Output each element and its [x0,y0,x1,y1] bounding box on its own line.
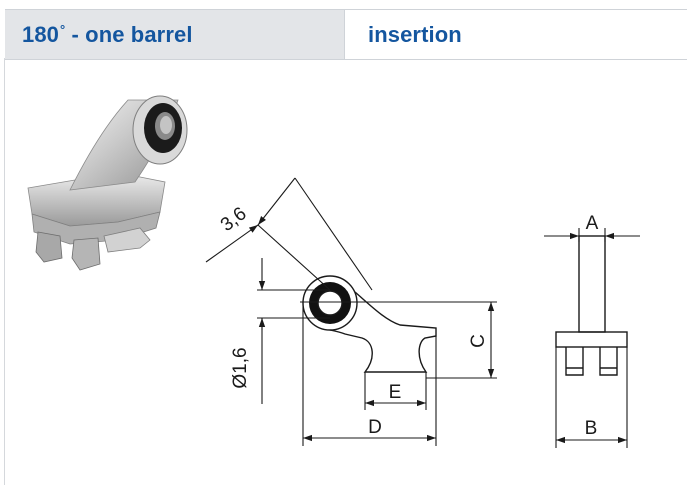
header-table: 180° - one barrel insertion [5,9,687,60]
left-border [4,58,5,485]
dim-a-label: A [586,213,599,234]
dim-b-label: B [585,418,598,439]
dim-diameter-label: Ø1,6 [230,347,251,388]
dim-e-label: E [389,382,402,403]
section-title-cell: insertion [345,10,687,59]
dim-c-label: C [468,334,489,348]
variant-rest: - one barrel [65,21,193,47]
variant-number: 180 [22,21,60,47]
variant-title: 180° - one barrel [22,22,193,48]
side-view [555,235,628,376]
hinge-part-photo [27,95,188,271]
dim-slope-label: 3,6 [217,203,251,236]
dimension-lines [205,177,640,448]
section-title: insertion [368,21,462,47]
variant-title-cell: 180° - one barrel [5,10,345,59]
degree-sign: ° [60,21,66,37]
dim-d-label: D [368,417,382,438]
